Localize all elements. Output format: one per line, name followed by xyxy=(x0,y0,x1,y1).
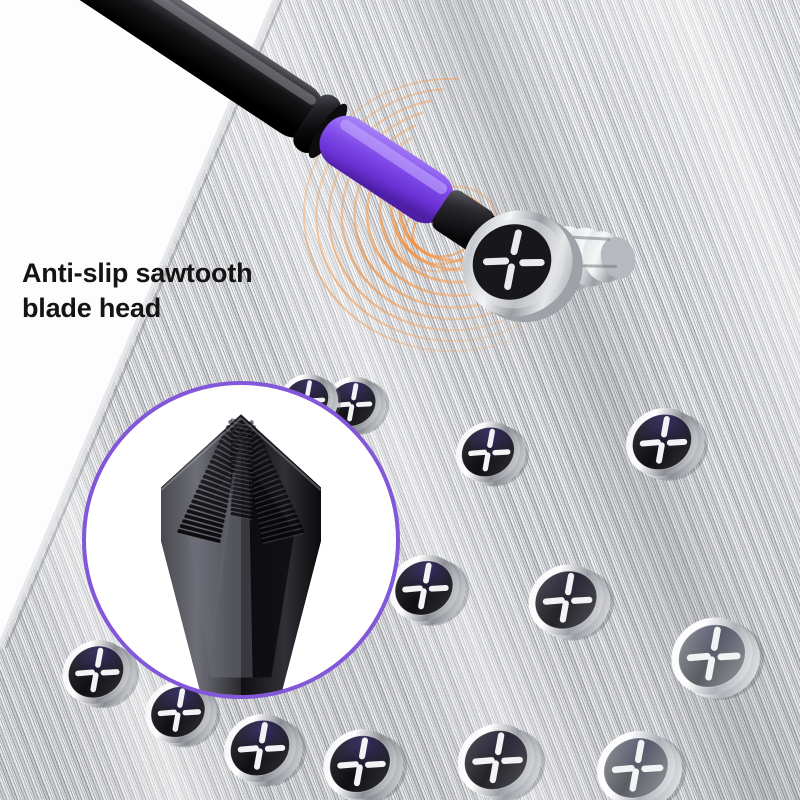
screw-6 xyxy=(660,604,765,708)
screw-4 xyxy=(379,543,470,633)
screw-11 xyxy=(447,711,546,800)
screw-9 xyxy=(214,702,307,794)
callout-text: Anti-slip sawtooth blade head xyxy=(22,258,253,324)
screw-12 xyxy=(586,718,687,800)
magnifier-circle xyxy=(82,381,400,699)
screw-5 xyxy=(518,552,615,648)
screw-7 xyxy=(53,629,140,715)
screw-2 xyxy=(447,411,530,493)
screw-10 xyxy=(313,717,408,800)
screw-3 xyxy=(616,396,709,488)
serrated-bit-tip-illustration xyxy=(160,414,322,695)
screw-8 xyxy=(136,670,221,754)
